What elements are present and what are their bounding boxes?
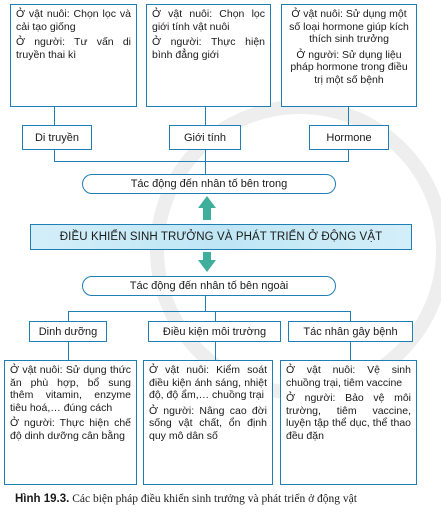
external-factor-2-riser <box>215 311 217 321</box>
internal-factor-2-drop <box>205 150 207 161</box>
internal-horizontal-bar <box>54 161 349 163</box>
factor-nutrition: Dinh dưỡng <box>29 321 107 342</box>
external-factor-1-riser <box>68 311 70 321</box>
bottom-box-nutrition: Ở vật nuôi: Sử dụng thức ăn phù hợp, bổ … <box>4 360 137 485</box>
external-factor-3-riser <box>350 311 352 321</box>
bottom-box-environment: Ở vật nuôi: Kiểm soát điều kiện ánh sáng… <box>143 360 273 485</box>
top-box-hormone-animal: Ở vật nuôi: Sử dụng một số loại hormone … <box>289 8 409 45</box>
top-box-genetics-human: Ở người: Tư vấn di truyền thai kì <box>16 36 131 61</box>
top-box-genetics-animal: Ở vật nuôi: Chọn lọc và cải tạo giống <box>16 8 131 33</box>
internal-factor-1-drop <box>54 150 56 161</box>
bottom-box-pathogens-animal: Ở vật nuôi: Vệ sinh chuồng trại, tiêm va… <box>286 364 411 389</box>
figure-caption-text: Các biện pháp điều khiển sinh trưởng và … <box>69 493 357 505</box>
figure-number: Hình 19.3. <box>15 493 70 505</box>
factor-genetics: Di truyền <box>22 125 92 150</box>
top-box-gender-animal: Ở vật nuôi: Chọn lọc giới tính vật nuôi <box>152 8 265 33</box>
bottom-box-nutrition-human: Ở người: Thực hiện chế độ dinh dưỡng cân… <box>10 417 131 442</box>
bottom-box-environment-animal: Ở vật nuôi: Kiểm soát điều kiện ánh sáng… <box>149 364 267 401</box>
top-box-3-connector <box>348 107 350 125</box>
external-factors-label: Tác động đến nhân tố bên ngoài <box>82 276 336 296</box>
external-label-drop <box>205 296 207 311</box>
top-box-hormone: Ở vật nuôi: Sử dụng một số loại hormone … <box>281 4 417 107</box>
bottom-box-3-connector <box>350 342 352 360</box>
top-box-hormone-human: Ở người: Sử dụng liệu pháp hormone trong… <box>290 48 408 86</box>
central-title: ĐIỀU KHIỂN SINH TRƯỞNG VÀ PHÁT TRIỂN Ở Đ… <box>30 224 412 250</box>
bottom-box-nutrition-animal: Ở vật nuôi: Sử dụng thức ăn phù hợp, bổ … <box>10 364 131 414</box>
factor-hormone: Hormone <box>309 125 389 150</box>
factor-pathogens: Tác nhân gây bệnh <box>288 321 413 342</box>
top-box-gender: Ở vật nuôi: Chọn lọc giới tính vật nuôi … <box>146 4 271 107</box>
bottom-box-environment-human: Ở người: Nâng cao đời sống vật chất, ổn … <box>149 404 267 442</box>
figure-caption: Hình 19.3. Các biện pháp điều khiển sinh… <box>15 493 435 505</box>
up-arrow-icon <box>198 196 216 220</box>
down-arrow-icon <box>198 252 216 272</box>
bottom-box-1-connector <box>68 342 70 360</box>
factor-gender: Giới tính <box>169 125 241 150</box>
external-horizontal-bar <box>68 311 351 313</box>
top-box-gender-human: Ở người: Thực hiện bình đẳng giới <box>152 36 265 61</box>
internal-label-riser <box>205 161 207 174</box>
internal-factors-label: Tác động đến nhân tố bên trong <box>82 174 336 194</box>
top-box-1-connector <box>54 107 56 125</box>
top-box-genetics: Ở vật nuôi: Chọn lọc và cải tạo giống Ở … <box>10 4 137 107</box>
bottom-box-pathogens-human: Ở người: Bảo vệ môi trường, tiêm vaccine… <box>286 392 411 442</box>
bottom-box-2-connector <box>215 342 217 360</box>
internal-factor-3-drop <box>348 150 350 161</box>
top-box-2-connector <box>205 107 207 125</box>
factor-environment: Điều kiện môi trường <box>148 321 281 342</box>
bottom-box-pathogens: Ở vật nuôi: Vệ sinh chuồng trại, tiêm va… <box>280 360 417 485</box>
